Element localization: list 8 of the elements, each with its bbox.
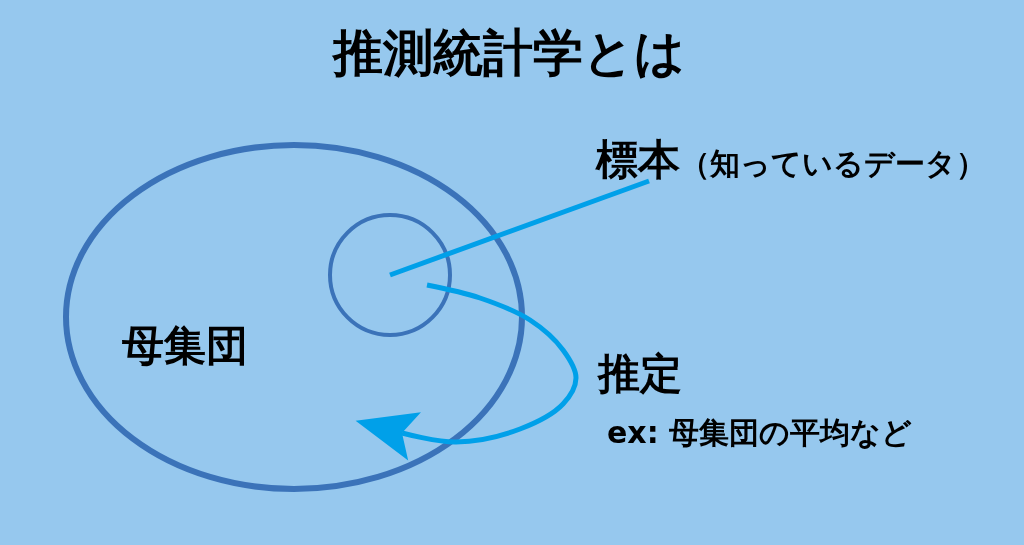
node-description: （知っているデータ） <box>680 149 986 179</box>
leader-line <box>389 178 650 278</box>
node-label: 標本 <box>596 139 680 181</box>
note-text: ex: 母集団の平均など <box>607 418 913 448</box>
edge-label: 推定 <box>598 353 682 395</box>
node-label: 母集団 <box>122 325 248 367</box>
title: 推測統計学とは <box>333 28 685 78</box>
curved-arrow <box>355 282 579 461</box>
